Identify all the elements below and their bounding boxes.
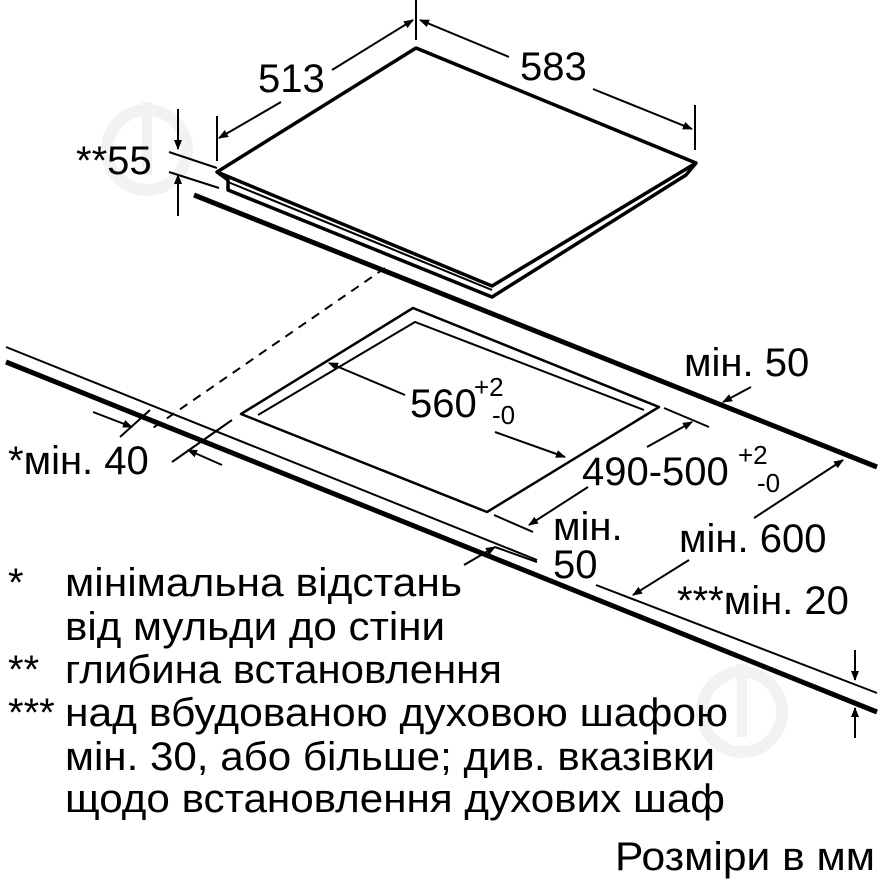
units-note: Розміри в мм: [615, 835, 875, 879]
wall-clearance-label: *мін. 40: [8, 439, 149, 483]
worktop-depth-label: мін. 600: [679, 517, 826, 561]
note-1-line-2: від мульди до стіни: [65, 605, 445, 649]
cutout-drawing: [239, 306, 661, 514]
cutout-depth-tol-minus: -0: [757, 468, 780, 498]
note-mark-3: ***: [8, 691, 55, 735]
cutout-width-label: 560: [410, 382, 477, 426]
worktop-drawing: [5, 192, 878, 715]
watermark-logo: [101, 102, 788, 758]
note-2-line-1: глибина встановлення: [65, 648, 502, 692]
note-3-line-3: щодо встановлення духових шаф: [65, 777, 725, 821]
install-depth-label: **55: [76, 139, 152, 183]
hob-drawing: [215, 46, 698, 299]
hob-depth-label: 513: [258, 57, 325, 101]
note-3-line-2: мін. 30, або більше; див. вказівки: [65, 735, 715, 779]
cutout-depth-tol-plus: +2: [738, 440, 768, 470]
note-mark-2: **: [8, 648, 39, 692]
cutout-width-tol-minus: -0: [492, 400, 515, 430]
note-3-line-1: над вбудованою духовою шафою: [65, 691, 728, 735]
footnotes: * мінімальна відстань від мульди до стін…: [8, 561, 728, 821]
back-clearance-label: мін. 50: [684, 341, 809, 385]
hob-width-label: 583: [520, 45, 587, 89]
front-clearance-label-2: 50: [553, 543, 598, 587]
cutout-width-tol-plus: +2: [474, 372, 504, 402]
cutout-dimensions: [92, 362, 859, 738]
note-1-line-1: мінімальна відстань: [65, 561, 462, 605]
note-mark-1: *: [8, 561, 24, 605]
worktop-thickness-label: ***мін. 20: [677, 579, 849, 623]
cutout-depth-label: 490-500: [582, 450, 729, 494]
front-clearance-label-1: мін.: [553, 505, 623, 549]
hob-dimensions: [168, 0, 696, 216]
